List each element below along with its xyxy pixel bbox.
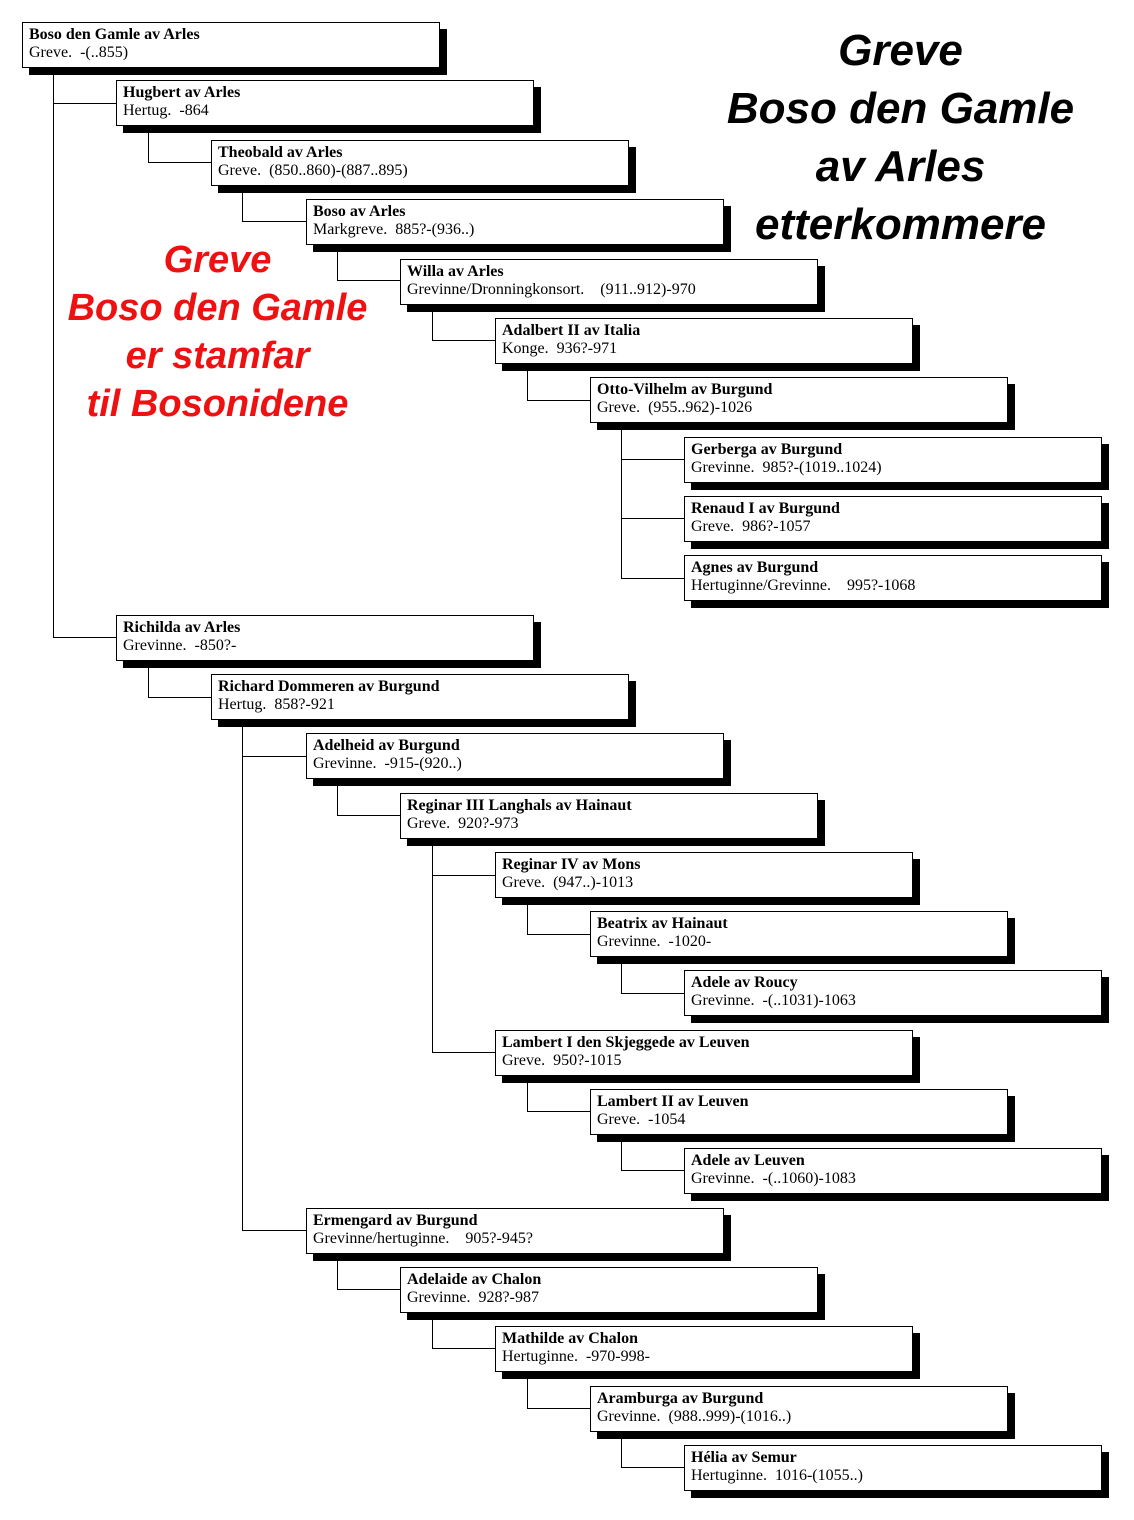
person-title: Greve. 950?-1015	[502, 1052, 622, 1069]
person-name: Agnes av Burgund	[691, 559, 819, 576]
subtitle-line: Greve	[163, 239, 272, 281]
person-title: Markgreve. 885?-(936..)	[313, 221, 475, 238]
person-name: Reginar IV av Mons	[502, 856, 641, 873]
person-name: Lambert II av Leuven	[597, 1093, 749, 1110]
person-box-richilda: Richilda av Arles Grevinne. -850?-	[116, 615, 534, 661]
subtitle-line: til Bosonidene	[86, 383, 349, 425]
subtitle-note: Greve Boso den Gamle er stamfar til Boso…	[30, 236, 405, 428]
person-name: Adele av Roucy	[691, 974, 798, 991]
person-box-lambert-i: Lambert I den Skjeggede av Leuven Greve.…	[495, 1030, 913, 1076]
person-name: Boso den Gamle av Arles	[29, 26, 200, 43]
person-title: Grevinne. -850?-	[123, 637, 237, 654]
person-title: Hertuginne. 1016-(1055..)	[691, 1467, 863, 1484]
person-box-helia: Hélia av Semur Hertuginne. 1016-(1055..)	[684, 1445, 1102, 1491]
person-title: Grevinne. -915-(920..)	[313, 755, 462, 772]
person-title: Hertug. -864	[123, 102, 209, 119]
person-box-reginar-iii: Reginar III Langhals av Hainaut Greve. 9…	[400, 793, 818, 839]
person-title: Konge. 936?-971	[502, 340, 618, 357]
person-box-ermengard: Ermengard av Burgund Grevinne/hertuginne…	[306, 1208, 724, 1254]
title-line: etterkommere	[754, 200, 1047, 249]
person-title: Hertug. 858?-921	[218, 696, 335, 713]
person-box-adele-av-leuven: Adele av Leuven Grevinne. -(..1060)-1083	[684, 1148, 1102, 1194]
person-box-hugbert: Hugbert av Arles Hertug. -864	[116, 80, 534, 126]
person-name: Theobald av Arles	[218, 144, 343, 161]
person-title: Hertuginne/Grevinne. 995?-1068	[691, 577, 916, 594]
person-title: Greve. 920?-973	[407, 815, 519, 832]
person-box-gerberga: Gerberga av Burgund Grevinne. 985?-(1019…	[684, 437, 1102, 483]
person-name: Otto-Vilhelm av Burgund	[597, 381, 773, 398]
person-name: Ermengard av Burgund	[313, 1212, 478, 1229]
person-box-reginar-iv: Reginar IV av Mons Greve. (947..)-1013	[495, 852, 913, 898]
person-box-theobald: Theobald av Arles Greve. (850..860)-(887…	[211, 140, 629, 186]
person-name: Lambert I den Skjeggede av Leuven	[502, 1034, 750, 1051]
person-title: Grevinne. -1020-	[597, 933, 712, 950]
person-box-boso-av-arles: Boso av Arles Markgreve. 885?-(936..)	[306, 199, 724, 245]
person-box-lambert-ii: Lambert II av Leuven Greve. -1054	[590, 1089, 1008, 1135]
person-title: Grevinne. 985?-(1019..1024)	[691, 459, 882, 476]
person-name: Renaud I av Burgund	[691, 500, 840, 517]
person-box-adelheid: Adelheid av Burgund Grevinne. -915-(920.…	[306, 733, 724, 779]
person-title: Grevinne. -(..1060)-1083	[691, 1170, 856, 1187]
title-line: Greve	[838, 26, 963, 75]
person-name: Adele av Leuven	[691, 1152, 805, 1169]
person-box-adalbert-ii: Adalbert II av Italia Konge. 936?-971	[495, 318, 913, 364]
title-line: av Arles	[815, 142, 986, 191]
person-name: Boso av Arles	[313, 203, 406, 220]
person-title: Greve. -(..855)	[29, 44, 129, 61]
person-title: Grevinne. 928?-987	[407, 1289, 539, 1306]
person-box-mathilde: Mathilde av Chalon Hertuginne. -970-998-	[495, 1326, 913, 1372]
person-title: Grevinne. (988..999)-(1016..)	[597, 1408, 792, 1425]
person-title: Grevinne/hertuginne. 905?-945?	[313, 1230, 533, 1247]
person-box-adele-av-roucy: Adele av Roucy Grevinne. -(..1031)-1063	[684, 970, 1102, 1016]
person-box-boso-den-gamle: Boso den Gamle av Arles Greve. -(..855)	[22, 22, 440, 68]
person-box-adelaide: Adelaide av Chalon Grevinne. 928?-987	[400, 1267, 818, 1313]
person-title: Grevinne. -(..1031)-1063	[691, 992, 856, 1009]
person-box-richard-dommeren: Richard Dommeren av Burgund Hertug. 858?…	[211, 674, 629, 720]
person-name: Richilda av Arles	[123, 619, 241, 636]
person-name: Adalbert II av Italia	[502, 322, 641, 339]
person-title: Greve. (850..860)-(887..895)	[218, 162, 408, 179]
person-title: Grevinne/Dronningkonsort. (911..912)-970	[407, 281, 696, 298]
person-name: Hélia av Semur	[691, 1449, 797, 1466]
chart-title: Greve Boso den Gamle av Arles etterkomme…	[668, 22, 1133, 254]
person-name: Willa av Arles	[407, 263, 504, 280]
subtitle-line: er stamfar	[125, 335, 310, 377]
person-title: Greve. (955..962)-1026	[597, 399, 753, 416]
person-box-beatrix: Beatrix av Hainaut Grevinne. -1020-	[590, 911, 1008, 957]
person-title: Hertuginne. -970-998-	[502, 1348, 650, 1365]
person-box-renaud-i: Renaud I av Burgund Greve. 986?-1057	[684, 496, 1102, 542]
subtitle-line: Boso den Gamle	[67, 287, 368, 329]
person-box-agnes: Agnes av Burgund Hertuginne/Grevinne. 99…	[684, 555, 1102, 601]
person-name: Adelheid av Burgund	[313, 737, 460, 754]
person-name: Adelaide av Chalon	[407, 1271, 542, 1288]
person-title: Greve. 986?-1057	[691, 518, 811, 535]
person-name: Aramburga av Burgund	[597, 1390, 764, 1407]
person-box-aramburga: Aramburga av Burgund Grevinne. (988..999…	[590, 1386, 1008, 1432]
person-title: Greve. (947..)-1013	[502, 874, 634, 891]
person-name: Mathilde av Chalon	[502, 1330, 639, 1347]
person-name: Beatrix av Hainaut	[597, 915, 728, 932]
title-line: Boso den Gamle	[726, 84, 1075, 133]
person-box-willa: Willa av Arles Grevinne/Dronningkonsort.…	[400, 259, 818, 305]
person-name: Gerberga av Burgund	[691, 441, 843, 458]
person-name: Richard Dommeren av Burgund	[218, 678, 440, 695]
person-name: Hugbert av Arles	[123, 84, 241, 101]
person-title: Greve. -1054	[597, 1111, 686, 1128]
person-box-otto-vilhelm: Otto-Vilhelm av Burgund Greve. (955..962…	[590, 377, 1008, 423]
person-name: Reginar III Langhals av Hainaut	[407, 797, 632, 814]
